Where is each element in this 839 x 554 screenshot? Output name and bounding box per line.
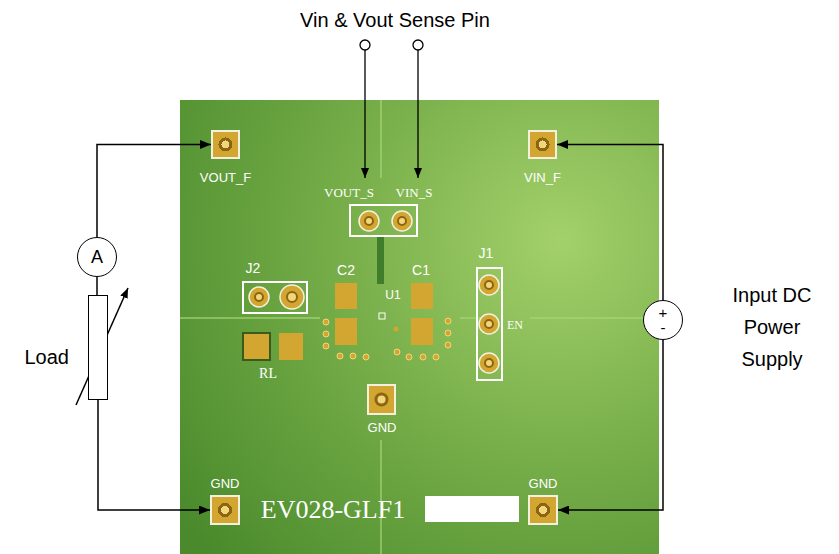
node-label: Input DC Power Supply	[718, 279, 826, 375]
board-grid-line	[180, 100, 659, 554]
terminal-pad: VIN_F	[528, 130, 557, 159]
wire	[97, 145, 211, 238]
part-name: U1	[385, 289, 400, 303]
wire	[557, 145, 663, 301]
capacitor-pads	[335, 283, 433, 345]
pcb	[180, 100, 659, 554]
callout-title: Vin & Vout Sense Pin	[300, 9, 490, 32]
pin-name: VIN_S	[396, 186, 433, 201]
node-label: GND	[529, 476, 558, 491]
node-label: Load	[25, 346, 70, 369]
node-label: -	[661, 320, 666, 335]
node-label: +	[659, 305, 668, 320]
sense-pin-arrow	[360, 40, 423, 178]
node-label: VOUT_F	[200, 170, 251, 185]
board-name: EV028-GLF1	[261, 495, 405, 525]
terminal-pad: GND	[210, 495, 240, 525]
vias	[323, 318, 451, 360]
serial-tag	[425, 496, 519, 522]
u1-marker	[379, 313, 385, 319]
node-label: GND	[211, 476, 240, 491]
part-name: J2	[246, 260, 261, 276]
pin-name: EN	[507, 319, 523, 333]
via	[394, 327, 399, 332]
pin-name: VOUT_S	[324, 186, 374, 201]
rl-pads	[243, 333, 303, 360]
node-label: A	[91, 248, 103, 266]
power-supply-circle: +-Input DC Power Supply	[643, 300, 683, 340]
part-name: C1	[412, 262, 430, 278]
part-name: J1	[479, 245, 494, 261]
wire	[96, 277, 98, 295]
gnd-pad	[368, 385, 395, 414]
terminal-pad: VOUT_F	[211, 130, 240, 159]
j2-header	[243, 282, 307, 313]
pin-name: GND	[368, 421, 397, 436]
load-resistor: Load	[88, 295, 108, 400]
ammeter-circle: A	[77, 237, 117, 277]
variable-arrow	[76, 288, 128, 405]
node-label: VIN_F	[524, 170, 561, 185]
wire	[558, 340, 663, 510]
terminal-pad: GND	[528, 495, 558, 525]
j1-header	[477, 268, 502, 380]
copper-trace	[377, 236, 384, 284]
wire	[98, 400, 210, 510]
part-name: RL	[259, 366, 277, 382]
sense-header	[350, 205, 417, 236]
part-name: C2	[337, 262, 355, 278]
